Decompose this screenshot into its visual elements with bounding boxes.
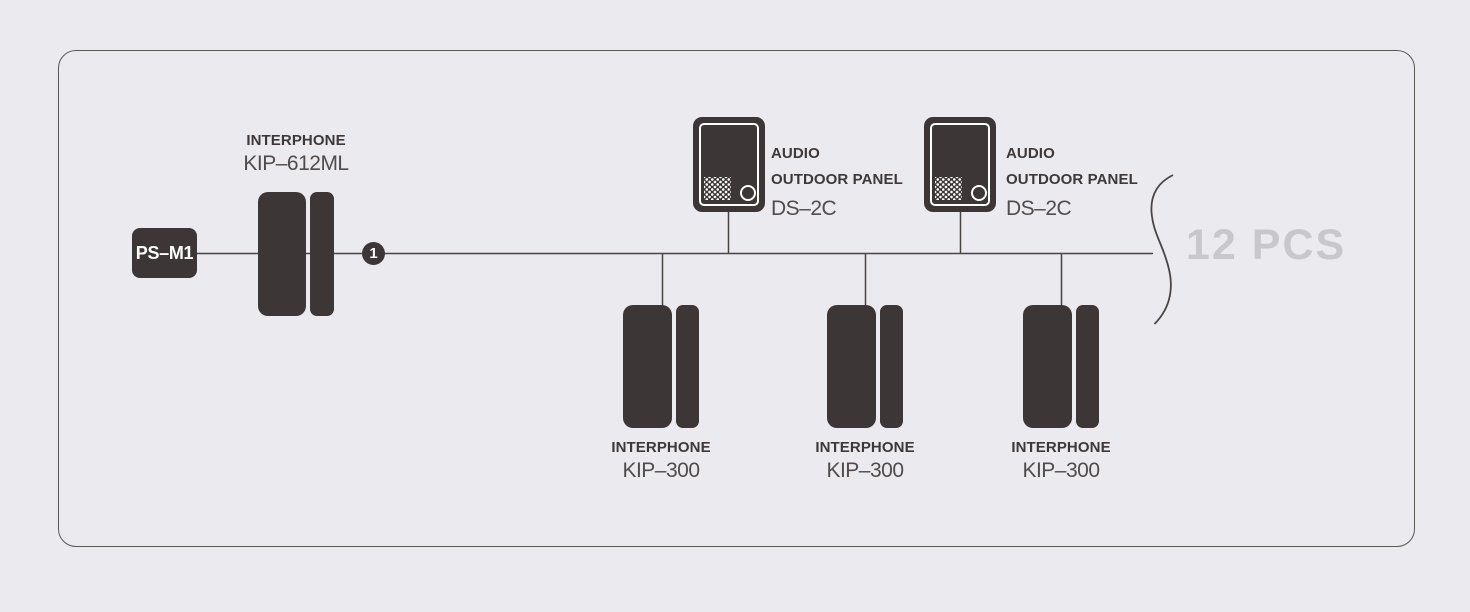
speaker-grille-icon xyxy=(704,177,731,200)
power-supply-label: PS–M1 xyxy=(135,242,194,263)
interphone-1-base xyxy=(676,305,699,428)
quantity-note: 12 PCS xyxy=(1186,221,1347,269)
interphone-2-caption: INTERPHONE KIP–300 xyxy=(785,440,945,481)
panel-model: DS–2C xyxy=(771,197,837,220)
panel-label-line1: AUDIO xyxy=(771,145,820,162)
outdoor-panel-2-caption: AUDIO OUTDOOR PANEL DS–2C xyxy=(1006,146,1138,219)
outdoor-panel-1 xyxy=(693,117,765,212)
panel-label-line2: OUTDOOR PANEL xyxy=(1006,171,1138,188)
master-interphone-base xyxy=(310,192,334,316)
interphone-1-handset xyxy=(623,305,672,428)
interphone-2-base xyxy=(880,305,903,428)
panel-label-line2: OUTDOOR PANEL xyxy=(771,171,903,188)
interphone-title: INTERPHONE xyxy=(1011,439,1111,456)
call-button-icon xyxy=(740,185,756,201)
master-interphone-model: KIP–612ML xyxy=(243,152,349,175)
interphone-3-handset xyxy=(1023,305,1072,428)
master-interphone-handset xyxy=(258,192,306,316)
panel-model: DS–2C xyxy=(1006,197,1072,220)
interphone-2-handset xyxy=(827,305,876,428)
outdoor-panel-2 xyxy=(924,117,996,212)
interphone-title: INTERPHONE xyxy=(611,439,711,456)
quantity-brace-icon xyxy=(1150,174,1174,325)
master-interphone-title: INTERPHONE xyxy=(246,132,346,149)
master-interphone-caption: INTERPHONE KIP–612ML xyxy=(206,133,386,174)
panel-label-line1: AUDIO xyxy=(1006,145,1055,162)
call-button-icon xyxy=(971,185,987,201)
panel-faceplate xyxy=(930,123,990,206)
interphone-model: KIP–300 xyxy=(1022,459,1100,482)
interphone-3-caption: INTERPHONE KIP–300 xyxy=(981,440,1141,481)
panel-faceplate xyxy=(699,123,759,206)
interphone-model: KIP–300 xyxy=(622,459,700,482)
interphone-3-base xyxy=(1076,305,1099,428)
diagram-frame xyxy=(58,50,1415,547)
interphone-title: INTERPHONE xyxy=(815,439,915,456)
power-supply-box: PS–M1 xyxy=(132,228,197,278)
node-marker-1: 1 xyxy=(362,242,385,265)
node-marker-number: 1 xyxy=(369,245,378,262)
outdoor-panel-1-caption: AUDIO OUTDOOR PANEL DS–2C xyxy=(771,146,903,219)
speaker-grille-icon xyxy=(935,177,962,200)
interphone-1-caption: INTERPHONE KIP–300 xyxy=(581,440,741,481)
interphone-model: KIP–300 xyxy=(826,459,904,482)
